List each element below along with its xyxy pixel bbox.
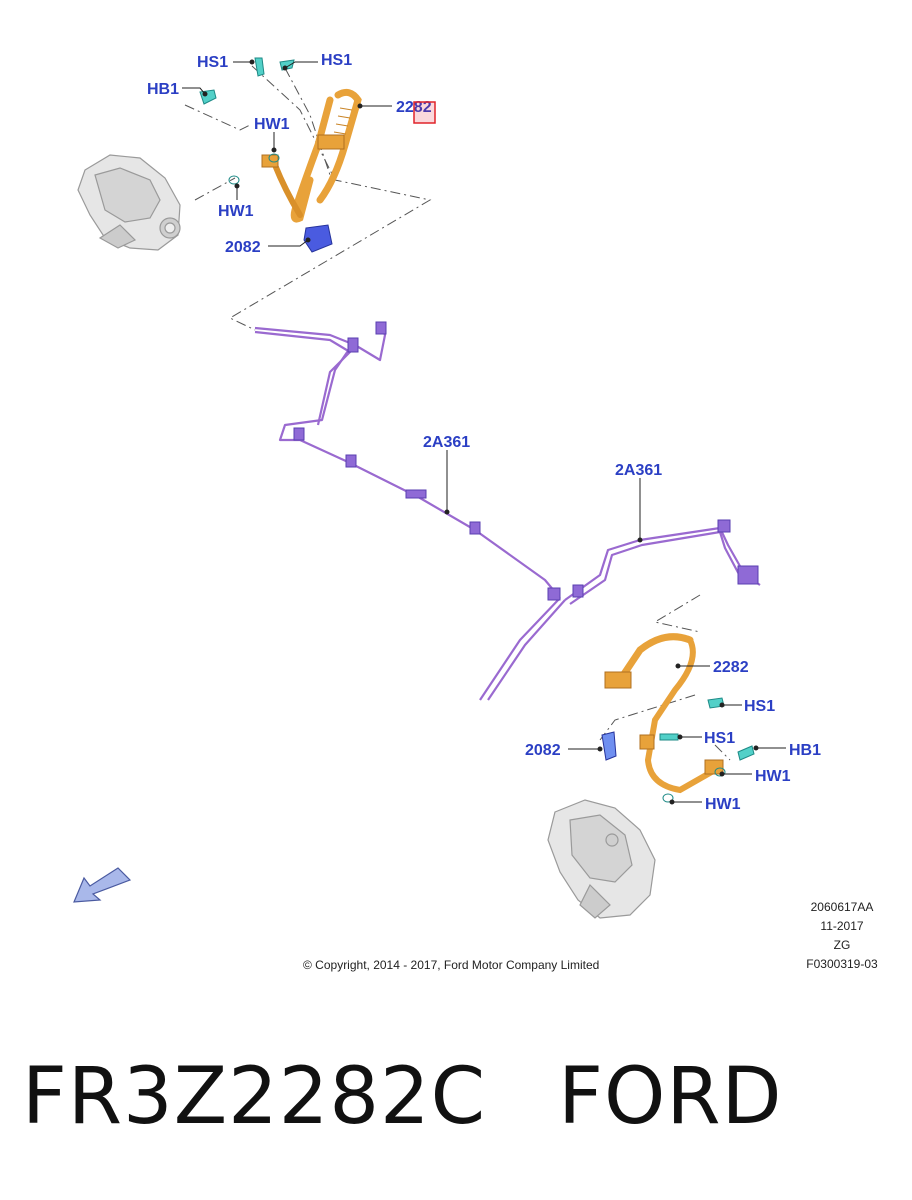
parts-diagram: HS1 HS1 HB1 HW1 HW1 2282 2082 2A361 2A36…: [73, 52, 878, 972]
label-2082: 2082: [525, 742, 561, 759]
label-hs1: HS1: [704, 730, 735, 747]
brake-line-2a361: [254, 324, 761, 701]
highlight-box: [413, 101, 436, 124]
part-number: FR3Z2282C: [22, 1052, 487, 1142]
line-clips: [293, 321, 759, 601]
label-hw1: HW1: [705, 796, 741, 813]
guide-lines: [184, 65, 731, 761]
meta-block: 2060617AA 11-2017 ZG F0300319-03: [806, 900, 878, 971]
label-hb1: HB1: [147, 81, 179, 98]
brake-hose-bottom: [604, 633, 724, 794]
meta-code: 2060617AA: [811, 900, 874, 914]
bracket-2082-top: [303, 224, 333, 253]
leader-lines: [182, 59, 786, 805]
brake-hose-top: [261, 88, 362, 223]
meta-ref: F0300319-03: [806, 957, 878, 971]
bracket-2082-bottom: [601, 731, 617, 761]
footer-caption: FR3Z2282C FORD: [22, 1052, 783, 1142]
meta-region: ZG: [834, 938, 851, 952]
label-2082: 2082: [225, 239, 261, 256]
brand-name: FORD: [558, 1052, 783, 1142]
label-hb1: HB1: [789, 742, 821, 759]
label-hw1: HW1: [755, 768, 791, 785]
label-2282: 2282: [713, 659, 749, 676]
label-2a361: 2A361: [423, 434, 470, 451]
label-hs1: HS1: [744, 698, 775, 715]
label-hw1: HW1: [218, 203, 254, 220]
caliper-bottom: [547, 799, 656, 919]
label-hw1: HW1: [254, 116, 290, 133]
caliper-top: [77, 154, 181, 251]
label-2a361: 2A361: [615, 462, 662, 479]
label-hs1: HS1: [197, 54, 228, 71]
callout-labels: HS1 HS1 HB1 HW1 HW1 2282 2082 2A361 2A36…: [147, 52, 821, 813]
copyright-text: © Copyright, 2014 - 2017, Ford Motor Com…: [303, 958, 599, 972]
meta-date: 11-2017: [820, 919, 863, 933]
label-hs1: HS1: [321, 52, 352, 69]
direction-arrow: [73, 867, 132, 903]
